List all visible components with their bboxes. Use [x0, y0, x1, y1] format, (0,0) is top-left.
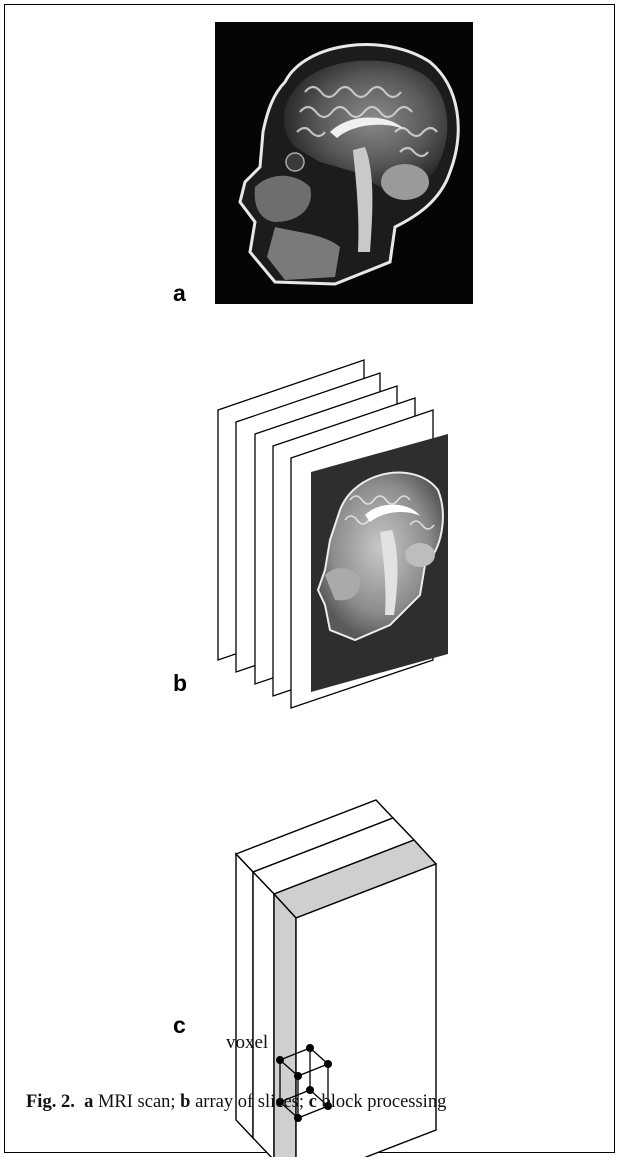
- slice-array: [180, 340, 480, 700]
- panel-c-label: c: [173, 1014, 186, 1037]
- caption-letter-a: a: [84, 1092, 93, 1112]
- block-side-2: [253, 872, 274, 1157]
- panel-a-label: a: [173, 282, 186, 305]
- figure-number: Fig. 2.: [26, 1092, 75, 1112]
- figure-caption: Fig. 2. a MRI scan; b array of slices; c…: [26, 1092, 606, 1113]
- caption-letter-c: c: [309, 1092, 317, 1112]
- caption-text-b: array of slices;: [190, 1092, 308, 1112]
- mri-scan-image: [215, 22, 473, 304]
- block-side-shaded: [274, 894, 296, 1157]
- caption-text-c: block processing: [317, 1092, 446, 1112]
- caption-text-a: MRI scan;: [93, 1092, 180, 1112]
- caption-letter-b: b: [180, 1092, 190, 1112]
- voxel-label: voxel: [226, 1032, 268, 1054]
- panel-b-label: b: [173, 672, 187, 695]
